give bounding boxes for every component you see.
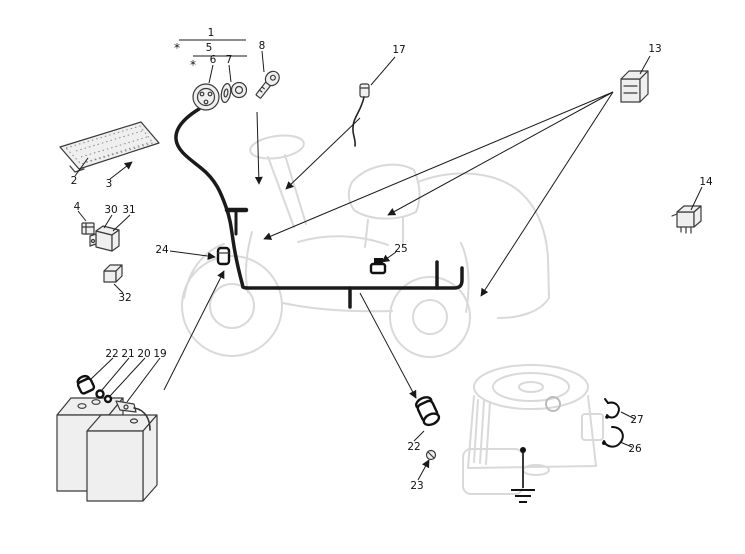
- connector-24: [216, 246, 231, 266]
- callout-14: 14: [699, 175, 713, 188]
- switch-nut: [230, 81, 248, 99]
- relay-32: [103, 264, 123, 283]
- battery-front: [86, 414, 158, 502]
- connector-4: [81, 222, 95, 235]
- ghost-steering-wheel: [249, 134, 305, 160]
- callout-2: 2: [70, 174, 78, 187]
- callout-6: 6: [209, 53, 217, 66]
- key-switch-body: [192, 83, 220, 111]
- battery-assembly: [56, 374, 158, 502]
- wiring-harness: [174, 107, 464, 309]
- callout-24: 24: [155, 243, 169, 256]
- relay-14: [671, 205, 702, 234]
- ground-symbol: [511, 447, 535, 503]
- ghost-hood: [417, 172, 550, 319]
- callout-17: 17: [392, 43, 406, 56]
- cable-lug-19: [115, 400, 137, 413]
- terminal-bolt-20: [103, 394, 113, 404]
- ghost-seat: [347, 163, 421, 220]
- ghost-muffler: [462, 448, 524, 495]
- callout-26: 26: [628, 442, 642, 455]
- callout-27: 27: [630, 413, 644, 426]
- ghost-engine: [462, 364, 604, 495]
- callout-8: 8: [258, 39, 266, 52]
- asterisk-mark: *: [190, 58, 196, 72]
- callout-21: 21: [121, 347, 135, 360]
- switch-13: [620, 70, 649, 103]
- ghost-oil-cap: [545, 396, 561, 412]
- callout-20: 20: [137, 347, 151, 360]
- terminal-nut-21: [95, 389, 105, 399]
- ignition-key: [255, 70, 280, 99]
- hook-27: [604, 398, 620, 419]
- asterisk-mark: *: [174, 41, 180, 55]
- ignition-switch-assembly: [192, 70, 280, 111]
- callout-13: 13: [648, 42, 662, 55]
- callout-31: 31: [122, 203, 136, 216]
- callout-7: 7: [225, 53, 233, 66]
- callout-25: 25: [394, 242, 408, 255]
- callout-22: 22: [407, 440, 421, 453]
- pcb-board: [59, 121, 160, 173]
- terminal-boot-left: [76, 374, 96, 395]
- switch-washer: [220, 83, 232, 103]
- callout-19: 19: [153, 347, 167, 360]
- callout-30: 30: [104, 203, 118, 216]
- callout-22: 22: [105, 347, 119, 360]
- callout-23: 23: [410, 479, 424, 492]
- relay-30-31: [89, 225, 120, 252]
- leader-lines: [74, 50, 703, 481]
- callout-brackets: [179, 39, 247, 57]
- callout-5: 5: [205, 41, 213, 54]
- callout-1: 1: [207, 26, 215, 39]
- terminal-boot-bottom: [415, 396, 441, 427]
- ghost-tractor: [181, 134, 550, 358]
- hook-26: [602, 426, 624, 448]
- screw-23: [425, 449, 437, 461]
- clip-25: [369, 258, 387, 275]
- sensor-17: [352, 83, 370, 147]
- callout-4: 4: [73, 200, 81, 213]
- callout-3: 3: [105, 177, 113, 190]
- callout-32: 32: [118, 291, 132, 304]
